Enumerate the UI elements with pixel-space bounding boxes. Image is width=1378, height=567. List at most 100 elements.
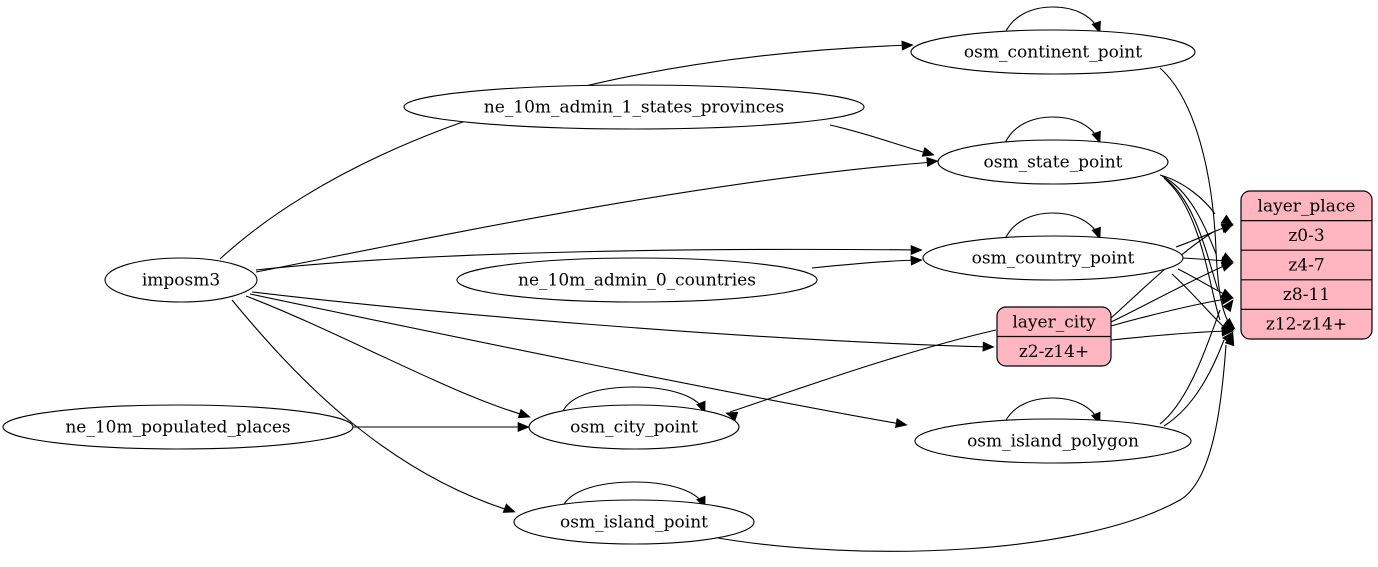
- graph-node-osm-state-point[interactable]: osm_state_point: [937, 139, 1169, 185]
- record-node-layer-place[interactable]: layer_place z0-3 z4-7 z8-11 z12-z14+: [1240, 190, 1373, 340]
- edge-arrowhead: [1220, 223, 1234, 234]
- graph-edge: [1004, 212, 1101, 240]
- edge-path: [255, 161, 935, 273]
- edge-path: [729, 329, 997, 413]
- edge-arrowhead: [725, 411, 739, 422]
- edge-path: [1004, 212, 1100, 240]
- graph-edge: [1004, 6, 1101, 34]
- node-label: osm_state_point: [984, 153, 1123, 173]
- graph-node-imposm3[interactable]: imposm3: [104, 257, 258, 303]
- node-label: ne_10m_admin_0_countries: [518, 271, 756, 291]
- edge-arrowhead: [926, 156, 939, 168]
- graph-node-ne-10m-admin-1-states-provinces[interactable]: ne_10m_admin_1_states_provinces: [403, 84, 865, 130]
- graph-edge: [255, 156, 939, 273]
- node-shape: [910, 29, 1196, 75]
- edge-path: [562, 481, 705, 507]
- edge-path: [1110, 330, 1227, 341]
- record-row-z12-z14[interactable]: z12-z14+: [1266, 315, 1347, 335]
- edge-path: [1163, 177, 1219, 291]
- edge-path: [1159, 67, 1231, 326]
- graph-edge: [811, 255, 923, 269]
- edge-arrowhead: [901, 40, 914, 51]
- graph-edge: [717, 333, 1235, 552]
- edge-path: [219, 44, 911, 260]
- graph-edge: [219, 40, 914, 260]
- record-node-layer-city[interactable]: layer_city z2-z14+: [996, 306, 1112, 367]
- edge-path: [231, 299, 512, 512]
- graph-node-osm-continent-point[interactable]: osm_continent_point: [910, 29, 1196, 75]
- graph-edge: [725, 329, 997, 422]
- record-row-z4-7[interactable]: z4-7: [1288, 256, 1324, 276]
- node-label: ne_10m_admin_1_states_provinces: [484, 98, 784, 118]
- node-label: osm_city_point: [570, 418, 698, 438]
- edge-path: [251, 291, 991, 348]
- record-row-z2-z14[interactable]: z2-z14+: [1019, 342, 1089, 362]
- record-row-z8-11[interactable]: z8-11: [1283, 285, 1330, 305]
- graph-node-ne-10m-admin-0-countries[interactable]: ne_10m_admin_0_countries: [456, 257, 818, 303]
- record-row-z0-3[interactable]: z0-3: [1288, 226, 1324, 246]
- node-shape: [922, 235, 1184, 281]
- node-label: ne_10m_populated_places: [65, 418, 290, 438]
- edge-arrowhead: [910, 244, 923, 256]
- edges-layer: [219, 6, 1236, 552]
- records-layer: layer_place z0-3 z4-7 z8-11 z12-z14+ layer_ci…: [996, 190, 1373, 367]
- edge-arrowhead: [1091, 20, 1101, 34]
- edge-path: [249, 293, 902, 425]
- record-header-layer-city[interactable]: layer_city: [1012, 312, 1096, 332]
- node-label: osm_continent_point: [964, 43, 1142, 63]
- edge-arrowhead: [1221, 326, 1234, 337]
- edge-path: [1110, 265, 1225, 323]
- graph-node-osm-island-point[interactable]: osm_island_point: [513, 499, 755, 545]
- graph-edge: [1110, 262, 1234, 323]
- edge-path: [811, 259, 919, 269]
- node-shape: [456, 257, 818, 303]
- node-shape: [528, 404, 740, 450]
- edge-arrowhead: [502, 503, 516, 513]
- edge-path: [1165, 179, 1221, 321]
- graph-edge: [245, 295, 531, 419]
- edge-arrowhead: [517, 421, 530, 433]
- node-label: osm_island_point: [560, 513, 708, 533]
- edge-arrowhead: [1222, 299, 1234, 313]
- edge-arrowhead: [1224, 333, 1235, 347]
- graph-edge: [1110, 223, 1234, 319]
- edge-path: [1004, 116, 1100, 144]
- node-shape: [937, 139, 1169, 185]
- edge-arrowhead: [1091, 226, 1101, 240]
- graph-edge: [255, 244, 923, 271]
- edge-path: [245, 295, 528, 417]
- graph-node-osm-island-polygon[interactable]: osm_island_polygon: [914, 418, 1192, 464]
- edge-arrowhead: [1220, 214, 1234, 226]
- nodes-layer: imposm3 ne_10m_admin_1_states_provincesne…: [2, 29, 1196, 545]
- edge-path: [1159, 174, 1216, 215]
- edge-path: [1159, 309, 1221, 425]
- node-label: osm_country_point: [972, 249, 1135, 269]
- graph-edge: [1159, 174, 1234, 226]
- graph-edge: [1110, 294, 1234, 327]
- graph-edge: [353, 421, 530, 433]
- edge-path: [1110, 231, 1214, 319]
- graph-edge: [1163, 331, 1234, 427]
- graph-edge: [829, 124, 935, 157]
- edge-arrowhead: [982, 341, 995, 352]
- graph-edge: [1159, 299, 1234, 425]
- node-shape: [513, 499, 755, 545]
- edge-path: [1161, 175, 1217, 255]
- edge-path: [1177, 268, 1227, 296]
- node-label: osm_island_polygon: [967, 432, 1139, 452]
- graph-node-osm-country-point[interactable]: osm_country_point: [922, 235, 1184, 281]
- node-label: imposm3: [142, 271, 220, 291]
- edge-path: [717, 344, 1227, 552]
- graph-node-osm-city-point[interactable]: osm_city_point: [528, 404, 740, 450]
- record-header-layer-place[interactable]: layer_place: [1258, 196, 1356, 216]
- edge-arrowhead: [894, 418, 908, 429]
- graph-edge: [1004, 116, 1101, 144]
- edge-path: [1110, 298, 1227, 327]
- graph-edge: [231, 299, 516, 513]
- edge-arrowhead: [910, 255, 923, 266]
- graph-node-ne-10m-populated-places[interactable]: ne_10m_populated_places: [2, 404, 354, 450]
- edge-arrowhead: [1091, 130, 1101, 144]
- edge-path: [1004, 6, 1100, 34]
- graph-edge: [249, 293, 908, 429]
